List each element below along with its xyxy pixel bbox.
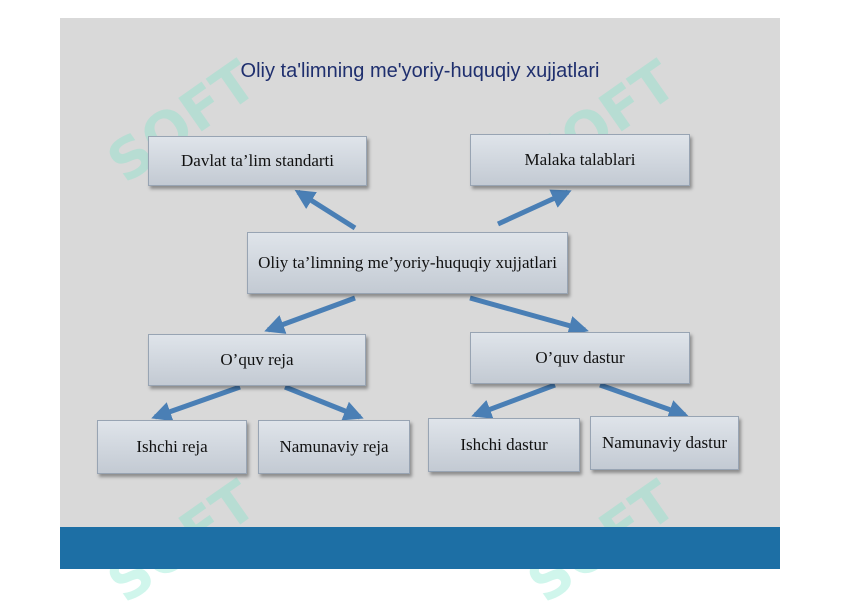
footer-bar [60, 527, 780, 569]
diagram-title: Oliy ta'limning me'yoriy-huquqiy xujjatl… [240, 60, 600, 82]
node-work-program: Ishchi dastur [428, 418, 580, 472]
node-curriculum: O’quv reja [148, 334, 366, 386]
arrow-curriculum-to-model [284, 384, 364, 421]
node-model-curriculum: Namunaviy reja [258, 420, 410, 474]
node-state-standard: Davlat ta’lim standarti [148, 136, 367, 186]
arrow-program-to-work [471, 382, 556, 419]
arrow-root-to-program [469, 295, 589, 336]
node-qualification-requirements: Malaka talablari [470, 134, 690, 186]
arrow-root-to-standard [294, 189, 357, 231]
node-program: O’quv dastur [470, 332, 690, 384]
arrow-program-to-model [599, 382, 689, 420]
node-work-curriculum: Ishchi reja [97, 420, 247, 474]
node-model-program: Namunaviy dastur [590, 416, 739, 470]
arrow-root-to-qualification [496, 189, 572, 227]
node-root: Oliy ta’limning me’yoriy-huquqiy xujjatl… [247, 232, 568, 294]
arrows-layer [151, 189, 689, 422]
arrow-curriculum-to-work [151, 384, 241, 422]
arrow-root-to-curriculum [264, 295, 356, 334]
